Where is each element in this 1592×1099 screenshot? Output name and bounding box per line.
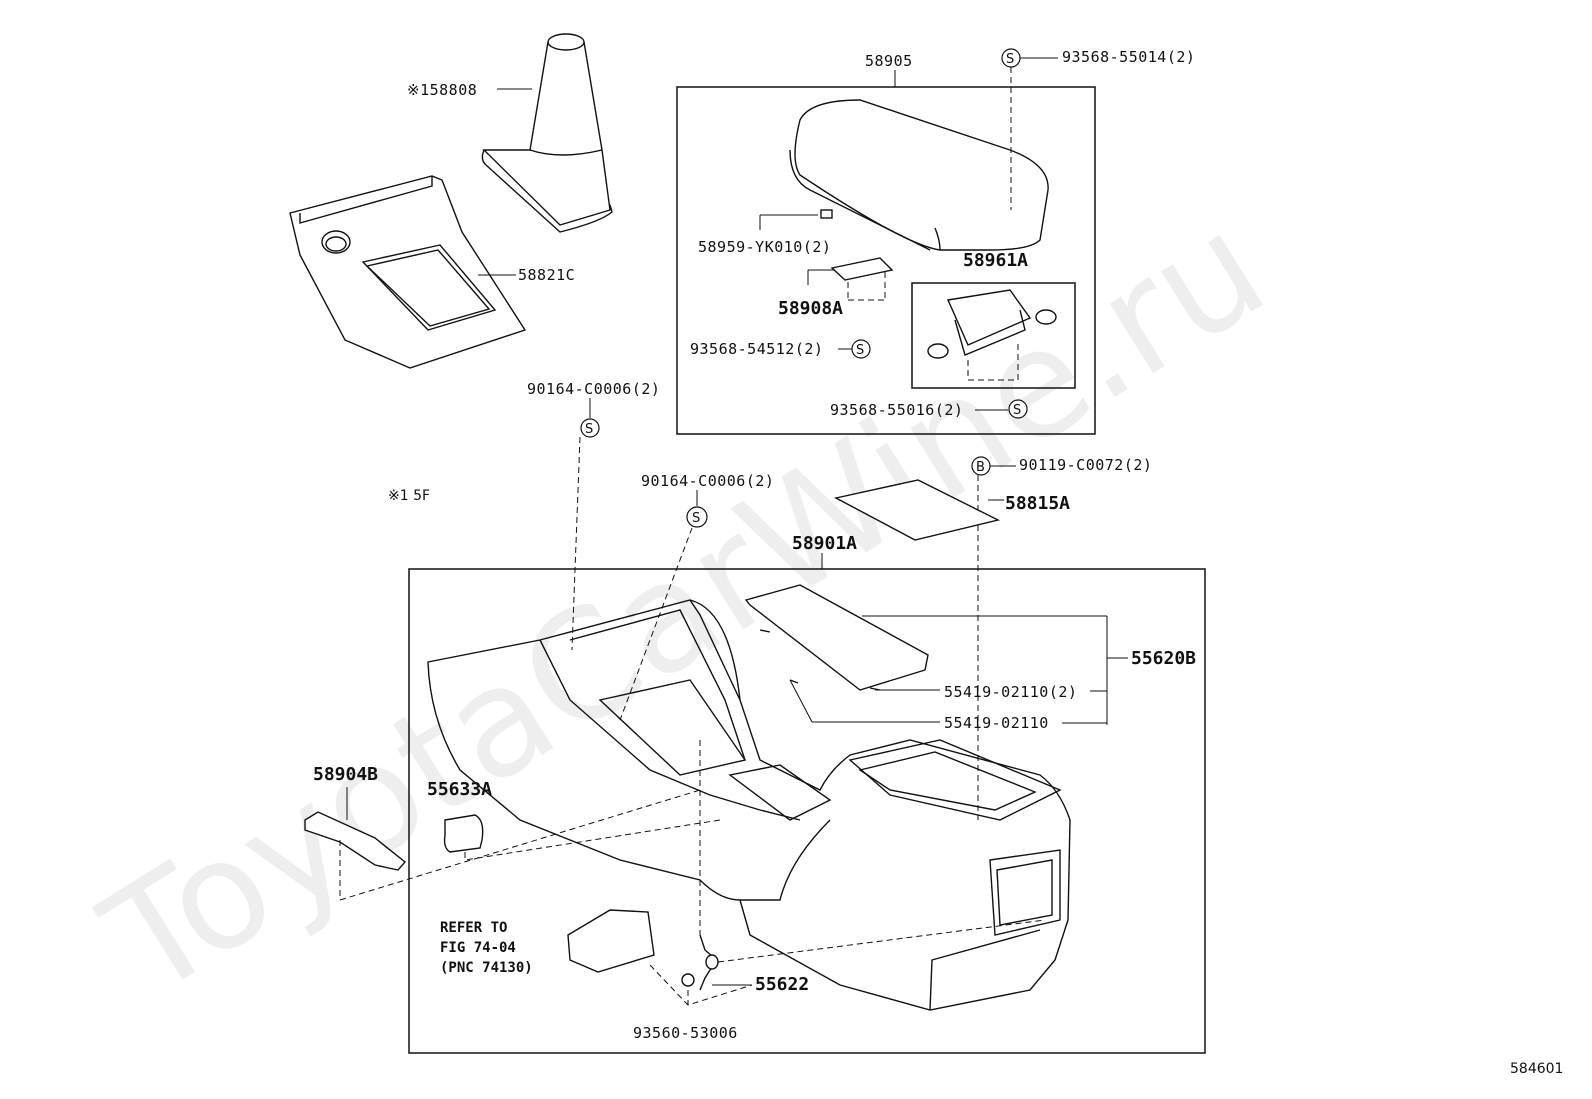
label-93568-54512: 93568-54512(2) (690, 340, 823, 358)
label-58808: ※158808 (407, 81, 477, 99)
s-symbol-icon: S (585, 422, 593, 437)
b-symbol-icon: B (976, 460, 985, 475)
ashtray-part (567, 909, 655, 973)
label-55620B: 55620B (1131, 648, 1196, 669)
label-58908A: 58908A (778, 298, 843, 319)
label-58905: 58905 (865, 52, 913, 70)
label-90119-C0072: 90119-C0072(2) (1019, 456, 1152, 474)
console-body-part (427, 584, 1071, 1011)
label-58904B: 58904B (313, 764, 378, 785)
s-symbol-icon: S (1006, 52, 1014, 67)
refer-note-line3: (PNC 74130) (440, 960, 533, 976)
console-panel-part (289, 175, 527, 369)
label-58961A: 58961A (963, 250, 1028, 271)
latch-subgroup-frame (911, 282, 1076, 389)
console-group-frame (408, 568, 1206, 1054)
armrest-group-frame (676, 86, 1096, 435)
label-90164-C0006-left: 90164-C0006(2) (527, 380, 660, 398)
watermark: ToyotaCarWine.ru (76, 180, 1294, 1031)
label-93560-53006: 93560-53006 (633, 1024, 738, 1042)
s-symbol-icon: S (692, 511, 700, 526)
label-58821C: 58821C (518, 266, 575, 284)
s-symbol-icon: S (1013, 403, 1021, 418)
label-55419-02110: 55419-02110 (944, 714, 1049, 732)
s-symbol-icon: S (856, 343, 864, 358)
note-marker: ※1 5F (388, 488, 430, 504)
shift-boot-part (481, 33, 613, 233)
cover-part (443, 814, 484, 853)
label-58901A: 58901A (792, 533, 857, 554)
refer-note-line1: REFER TO (440, 920, 507, 936)
diagram-id: 584601 (1510, 1061, 1563, 1077)
armrest-lid-part (789, 99, 1049, 251)
label-55622: 55622 (755, 974, 809, 995)
clip-part (681, 973, 695, 987)
label-58959-YK010: 58959-YK010(2) (698, 238, 831, 256)
label-93568-55016: 93568-55016(2) (830, 401, 963, 419)
mat-part (833, 479, 1001, 541)
refer-note-line2: FIG 74-04 (440, 940, 516, 956)
label-90164-C0006-center: 90164-C0006(2) (641, 472, 774, 490)
trim-piece-part (304, 811, 407, 871)
label-93568-55014: 93568-55014(2) (1062, 48, 1195, 66)
label-58815A: 58815A (1005, 493, 1070, 514)
label-55633A: 55633A (427, 779, 492, 800)
latch-part (927, 289, 1057, 381)
hinge-part (830, 257, 894, 301)
label-55419-02110-2: 55419-02110(2) (944, 683, 1077, 701)
